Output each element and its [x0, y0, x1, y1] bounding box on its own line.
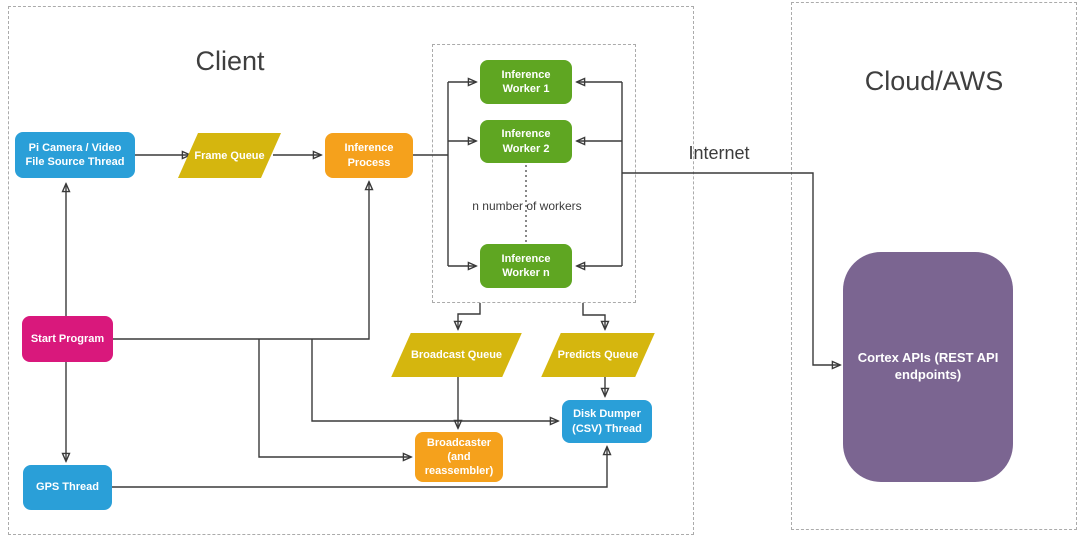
connector-workers-to-broadcastqueue: [458, 303, 481, 329]
node-inference-worker-2: Inference Worker 2: [480, 120, 572, 163]
node-inference-worker-1: Inference Worker 1: [480, 60, 572, 104]
client-container: [8, 6, 694, 535]
node-disk-dumper: Disk Dumper (CSV) Thread: [562, 400, 652, 443]
node-broadcaster: Broadcaster (and reassembler): [415, 432, 503, 482]
node-predicts-queue: Predicts Queue: [540, 333, 656, 377]
internet-label: Internet: [688, 143, 750, 163]
connector-internet-to-cortex: [622, 172, 840, 365]
cloud-container: [791, 2, 1077, 530]
client-title: Client: [195, 46, 265, 76]
connector-workers-to-predictsqueue: [582, 303, 605, 329]
n-workers-label: n number of workers: [472, 199, 582, 213]
frame-queue-label: Frame Queue: [194, 149, 265, 162]
connector-gps-to-diskdumper: [112, 447, 607, 488]
node-broadcast-queue: Broadcast Queue: [390, 333, 523, 377]
node-frame-queue: Frame Queue: [177, 133, 282, 178]
node-pi-camera: Pi Camera / Video File Source Thread: [15, 132, 135, 178]
connector-start-to-diskdumper: [311, 339, 558, 421]
connector-start-to-broadcaster: [258, 339, 411, 457]
predicts-queue-label: Predicts Queue: [557, 349, 639, 361]
connector-start-to-inference: [113, 182, 369, 340]
node-inference-process: Inference Process: [325, 133, 413, 178]
cloud-title: Cloud/AWS: [864, 66, 1004, 96]
node-gps-thread: GPS Thread: [23, 465, 112, 510]
node-cortex-apis: Cortex APIs (REST API endpoints): [843, 252, 1013, 482]
node-start-program: Start Program: [22, 316, 113, 362]
node-inference-worker-n: Inference Worker n: [480, 244, 572, 288]
broadcast-queue-label: Broadcast Queue: [410, 349, 503, 361]
